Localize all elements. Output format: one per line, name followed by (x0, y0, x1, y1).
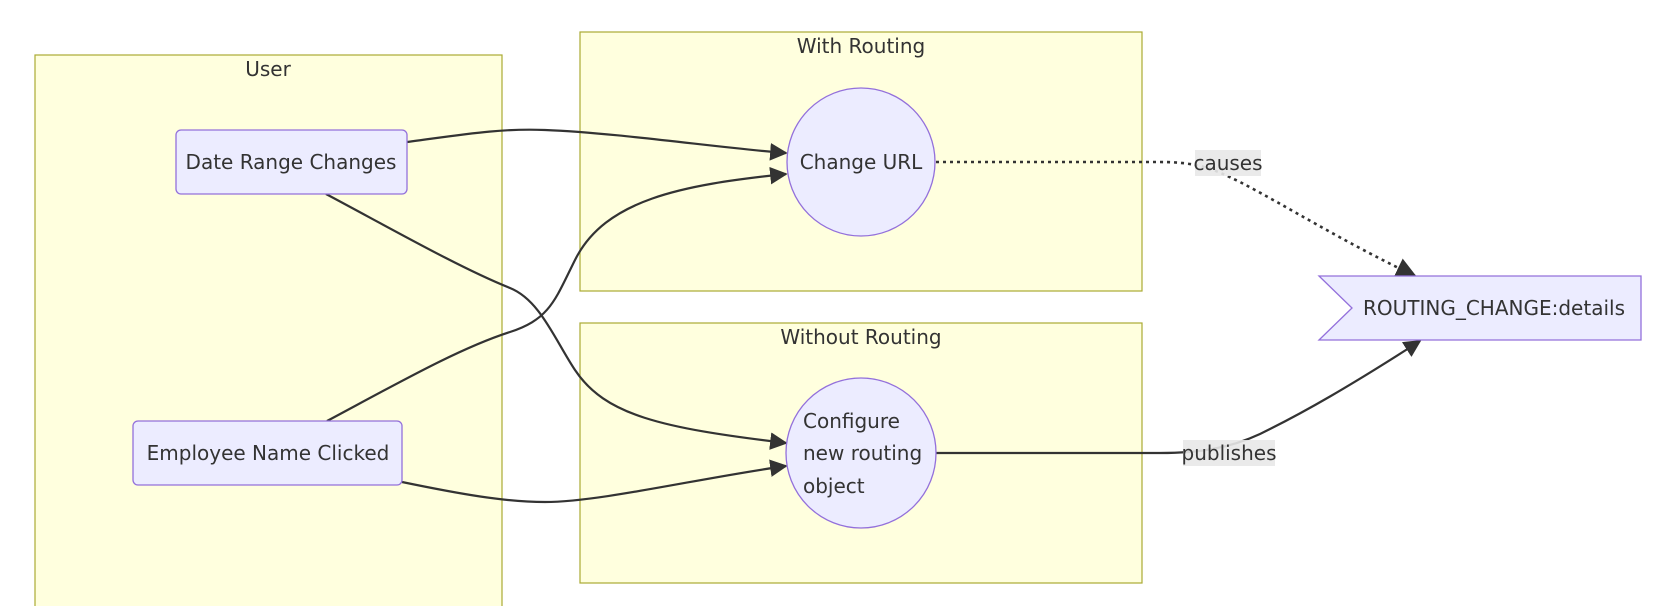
edge-label-publishes-text: publishes (1182, 441, 1277, 465)
node-date-range-changes-label: Date Range Changes (186, 150, 397, 174)
edge-change-url-to-routing-change (936, 160, 1417, 278)
node-change-url: Change URL (786, 87, 936, 237)
node-employee-name-clicked: Employee Name Clicked (132, 420, 403, 486)
node-change-url-label: Change URL (800, 150, 923, 174)
node-employee-name-clicked-label: Employee Name Clicked (147, 441, 390, 465)
edge-label-publishes: publishes (1182, 440, 1277, 466)
edge-label-causes: causes (1193, 150, 1263, 176)
edge-label-causes-text: causes (1193, 151, 1262, 175)
node-configure-routing-line-3: object (803, 474, 865, 498)
node-routing-change-details-label: ROUTING_CHANGE:details (1363, 296, 1625, 320)
cluster-user-title: User (245, 57, 291, 81)
cluster-without-routing-title: Without Routing (780, 325, 941, 349)
edge-employee-name-to-configure-routing (401, 459, 788, 504)
node-date-range-changes: Date Range Changes (175, 129, 408, 195)
edge-date-range-to-change-url (406, 128, 788, 161)
cluster-with-routing-title: With Routing (797, 34, 925, 58)
node-routing-change-details: ROUTING_CHANGE:details (1317, 275, 1642, 341)
edge-employee-name-to-change-url (326, 166, 788, 422)
node-configure-routing-line-1: Configure (803, 409, 900, 433)
node-configure-routing-line-2: new routing (803, 441, 922, 465)
edge-date-range-to-configure-routing (325, 193, 788, 450)
node-configure-routing: Configure new routing object (785, 377, 937, 529)
